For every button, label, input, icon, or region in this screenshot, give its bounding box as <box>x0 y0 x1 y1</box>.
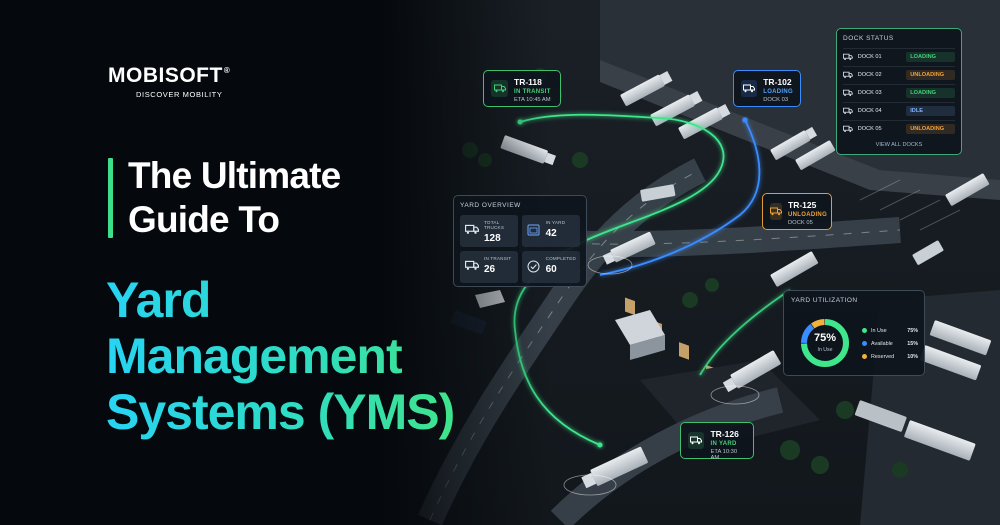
donut-center-label: In Use <box>817 347 833 353</box>
yard-icon <box>527 224 540 236</box>
truck-detail: DOCK 05 <box>788 220 813 226</box>
truck-status: IN YARD <box>710 441 737 447</box>
legend-dot <box>862 354 867 359</box>
subheadline-line-3: Systems (YMS) <box>106 384 455 440</box>
stat-value: 42 <box>545 228 557 239</box>
truck-icon <box>843 71 853 79</box>
stat-in-transit: IN TRANSIT 26 <box>460 251 518 283</box>
legend-item-in-use: In Use 75% <box>862 324 918 337</box>
truck-tag-tr-125: TR-125 UNLOADING DOCK 05 <box>762 193 832 230</box>
truck-detail: ETA 10:45 AM <box>514 97 551 103</box>
brand-name: MOBISOFT <box>108 64 223 87</box>
truck-icon <box>843 125 853 133</box>
brand-tagline: DISCOVER MOBILITY <box>136 90 223 99</box>
stat-label: TOTAL TRUCKS <box>484 220 505 230</box>
truck-status: IN TRANSIT <box>514 89 551 95</box>
truck-detail: ETA 10:30 AM <box>710 449 738 461</box>
truck-icon <box>843 89 853 97</box>
donut-center-value: 75% <box>813 332 837 344</box>
truck-status: UNLOADING <box>788 212 828 218</box>
truck-status: LOADING <box>763 89 793 95</box>
dock-row[interactable]: DOCK 05 UNLOADING <box>843 120 955 137</box>
headline-line-2: Guide To <box>128 199 280 240</box>
utilization-legend: In Use 75% Available 15% Reserved 10% <box>862 324 918 363</box>
truck-icon <box>465 260 479 270</box>
dock-status-badge: UNLOADING <box>906 124 955 134</box>
legend-label: In Use <box>871 327 887 334</box>
subheadline-line-2: Management <box>106 328 454 384</box>
subheadline: Yard Management Systems (YMS) <box>106 272 455 440</box>
truck-icon <box>465 224 479 234</box>
legend-dot <box>862 341 867 346</box>
stat-label: COMPLETED <box>545 256 576 261</box>
truck-icon <box>741 80 758 97</box>
legend-value: 10% <box>907 353 918 360</box>
yard-utilization-title: YARD UTILIZATION <box>791 297 858 304</box>
brand-logo: MOBISOFT ® DISCOVER MOBILITY <box>108 64 258 99</box>
stat-completed: COMPLETED 60 <box>521 251 580 283</box>
dock-status-badge: LOADING <box>906 52 955 62</box>
truck-tag-tr-102: TR-102 LOADING DOCK 03 <box>733 70 801 107</box>
legend-item-available: Available 15% <box>862 337 918 350</box>
stat-value: 128 <box>484 233 501 244</box>
truck-icon <box>688 432 705 449</box>
truck-id: TR-126 <box>710 429 739 439</box>
dock-name: DOCK 05 <box>857 126 882 132</box>
legend-value: 75% <box>907 327 918 334</box>
truck-tag-tr-126: TR-126 IN YARD ETA 10:30 AM <box>680 422 754 461</box>
truck-icon <box>491 80 508 97</box>
registered-mark: ® <box>223 66 231 75</box>
utilization-donut: 75% In Use <box>798 316 852 370</box>
dock-name: DOCK 03 <box>857 90 882 96</box>
truck-icon <box>770 203 782 220</box>
yard-overview-title: YARD OVERVIEW <box>460 202 521 209</box>
legend-item-reserved: Reserved 10% <box>862 350 918 363</box>
headline-accent-bar <box>108 158 113 238</box>
yard-overview-panel: YARD OVERVIEW TOTAL TRUCKS 128 IN YARD 4… <box>453 195 587 287</box>
stat-in-yard: IN YARD 42 <box>521 215 580 247</box>
dock-status-badge: UNLOADING <box>906 70 955 80</box>
view-all-docks-link[interactable]: VIEW ALL DOCKS <box>875 142 923 148</box>
truck-detail: DOCK 03 <box>763 97 789 103</box>
dock-row[interactable]: DOCK 01 LOADING <box>843 48 955 65</box>
truck-icon <box>843 53 853 61</box>
stat-value: 26 <box>484 264 496 275</box>
headline: The Ultimate Guide To <box>128 154 341 242</box>
truck-tag-tr-118: TR-118 IN TRANSIT ETA 10:45 AM <box>483 70 561 107</box>
dock-row[interactable]: DOCK 04 IDLE <box>843 102 955 119</box>
legend-dot <box>862 328 867 333</box>
dock-status-title: DOCK STATUS <box>843 35 894 42</box>
stat-value: 60 <box>545 264 557 275</box>
yard-utilization-panel: YARD UTILIZATION 75% In Use In Use 75% A… <box>783 290 925 376</box>
headline-line-1: The Ultimate <box>128 155 341 196</box>
donut-segment-2 <box>801 319 849 367</box>
dock-status-badge: LOADING <box>906 88 955 98</box>
dock-row[interactable]: DOCK 02 UNLOADING <box>843 66 955 83</box>
dock-status-panel: DOCK STATUS DOCK 01 LOADING DOCK 02 UNLOADI… <box>836 28 962 155</box>
truck-id: TR-102 <box>763 77 792 87</box>
dock-name: DOCK 01 <box>857 54 882 60</box>
stat-label: IN TRANSIT <box>484 256 512 261</box>
subheadline-line-1: Yard <box>106 272 454 328</box>
legend-label: Available <box>871 340 893 347</box>
legend-value: 15% <box>907 340 918 347</box>
dock-row[interactable]: DOCK 03 LOADING <box>843 84 955 101</box>
dock-name: DOCK 02 <box>857 72 882 78</box>
truck-icon <box>843 107 853 115</box>
truck-id: TR-125 <box>788 200 817 210</box>
dock-name: DOCK 04 <box>857 108 882 114</box>
dock-status-badge: IDLE <box>906 106 955 116</box>
check-circle-icon <box>527 260 540 273</box>
stat-label: IN YARD <box>545 220 566 225</box>
truck-id: TR-118 <box>514 77 542 87</box>
stat-total-trucks: TOTAL TRUCKS 128 <box>460 215 518 247</box>
legend-label: Reserved <box>871 353 895 360</box>
